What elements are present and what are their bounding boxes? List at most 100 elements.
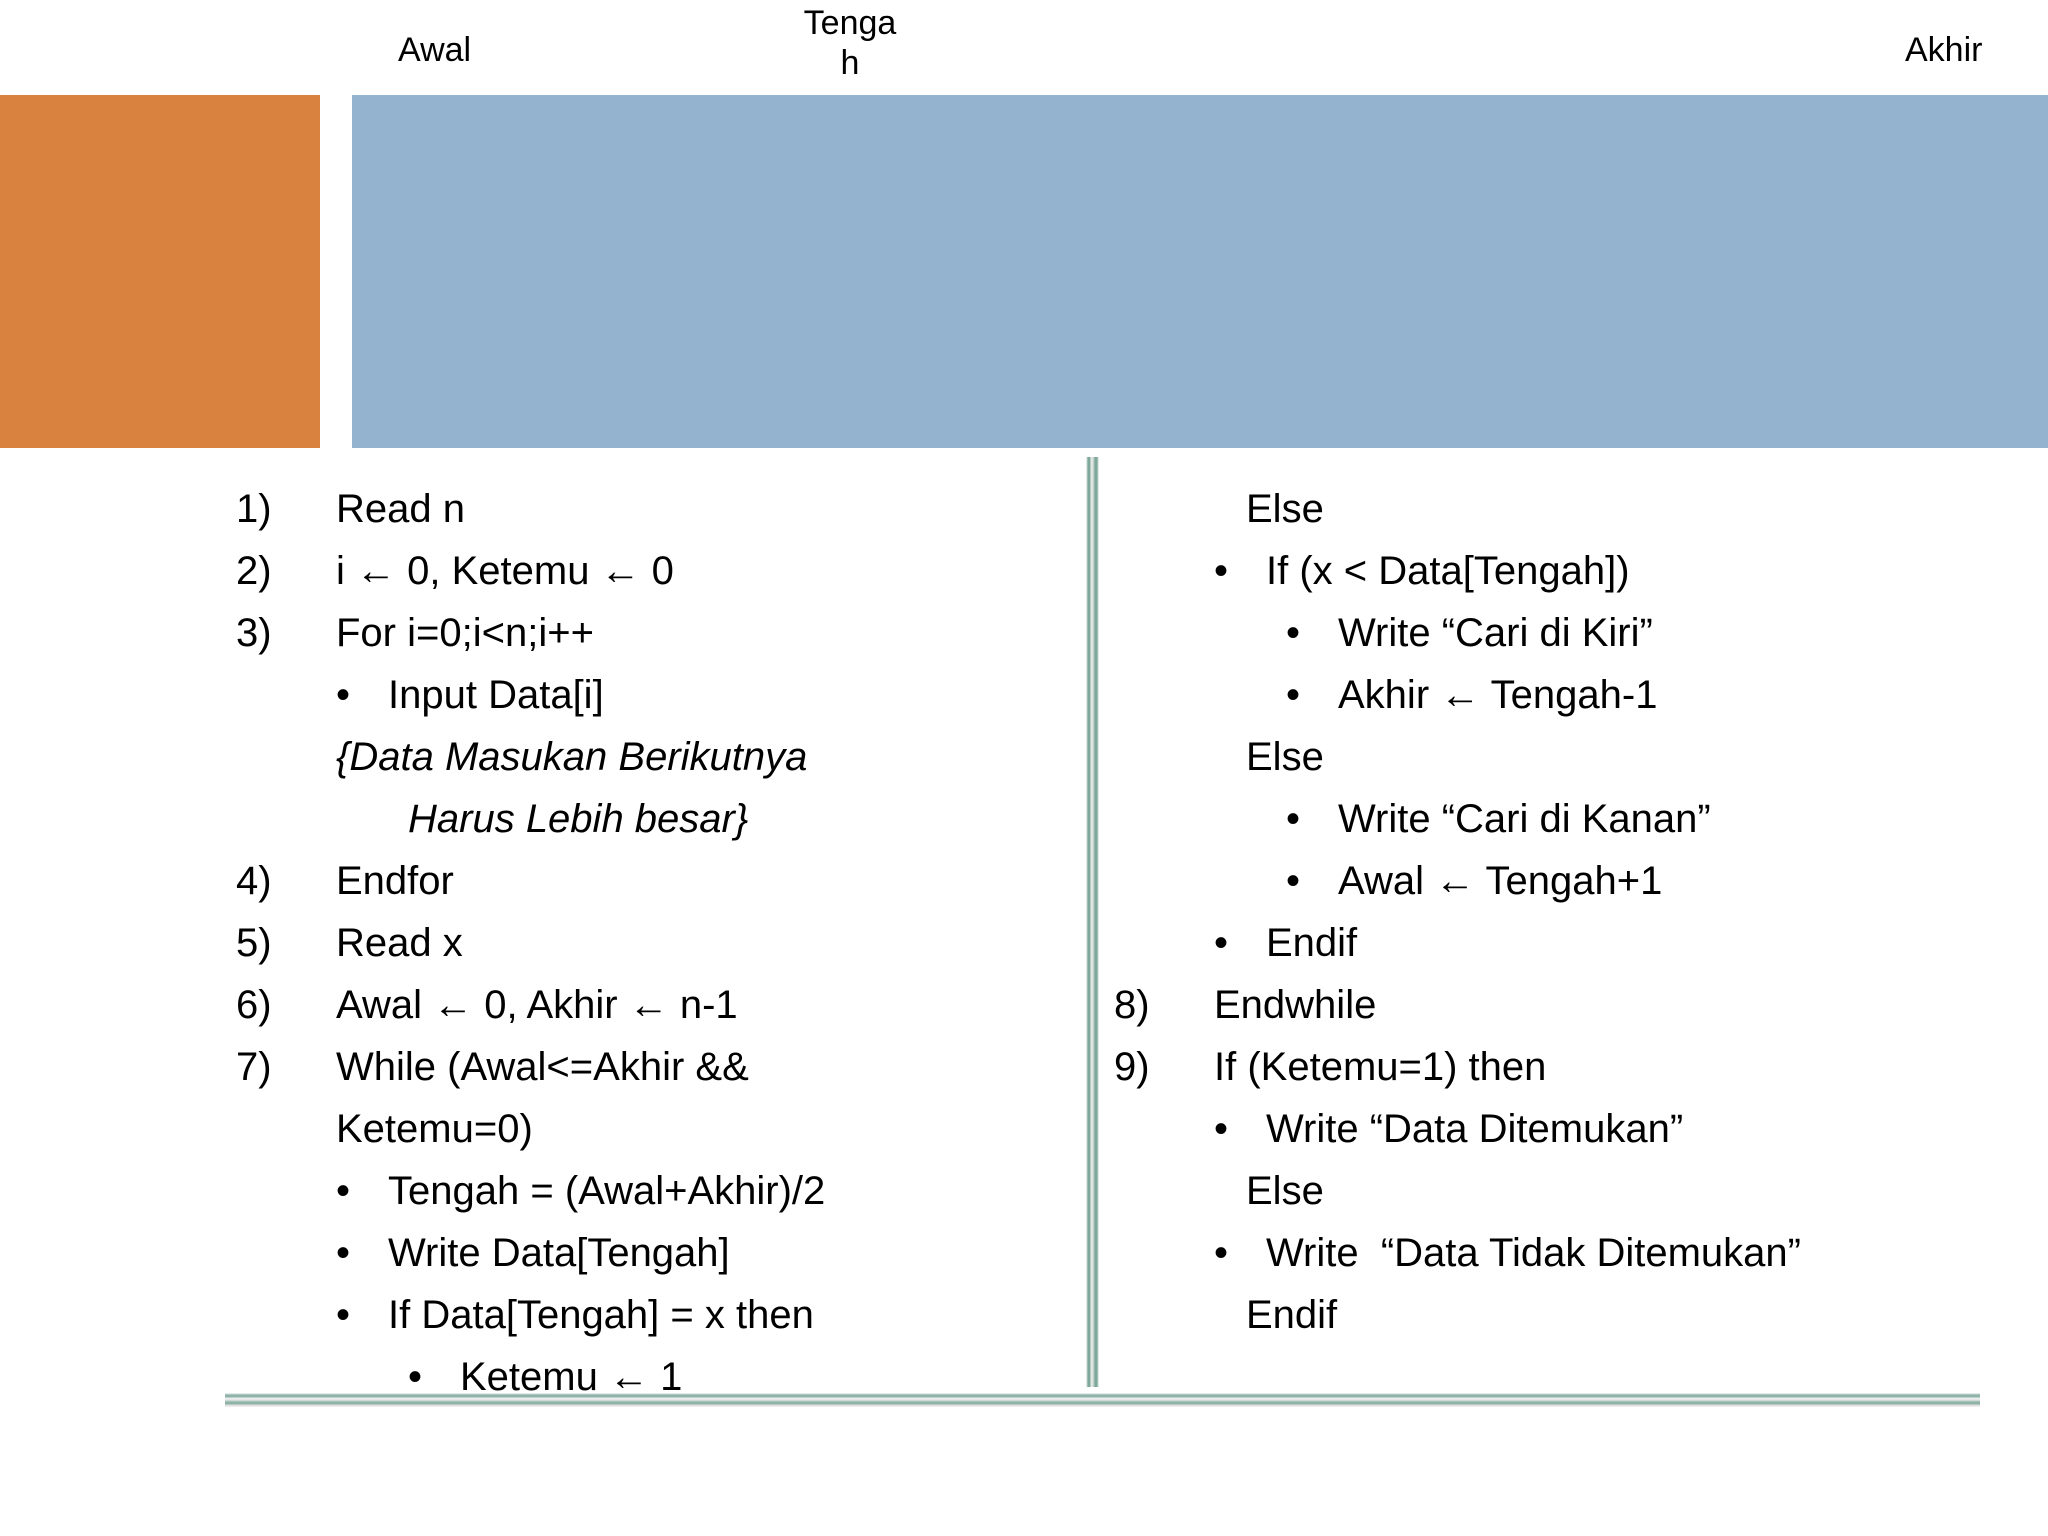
pseudocode-text: Write Data[Tengah] (388, 1231, 730, 1275)
pseudocode-line: 5) Read x (236, 912, 1066, 974)
pseudocode-line: Else (1114, 1160, 2014, 1222)
line-number-marker: 7) (236, 1045, 272, 1089)
pseudocode-text: Read x (336, 921, 463, 965)
pseudocode-text: Endif (1266, 921, 1358, 965)
pseudocode-bullet-line: Write “Data Tidak Ditemukan” (1214, 1231, 1801, 1275)
pseudocode-text: If (Ketemu=1) then (1214, 1045, 1547, 1089)
pseudocode-text: Write “Cari di Kiri” (1338, 611, 1653, 655)
line-number-marker: 8) (1114, 983, 1150, 1027)
pseudocode-line: 8) Endwhile (1114, 974, 2014, 1036)
pseudocode-line: 9) If (Ketemu=1) then (1114, 1036, 2014, 1098)
pseudocode-line: Write Data[Tengah] (236, 1222, 1066, 1284)
pseudocode-text: Akhir ← Tengah-1 (1338, 673, 1658, 717)
pseudocode-line: Else (1114, 726, 2014, 788)
pseudocode-bullet-line: Write “Cari di Kiri” (1286, 611, 1653, 655)
pseudocode-line: Ketemu=0) (236, 1098, 1066, 1160)
pseudocode-bullet-line: If Data[Tengah] = x then (336, 1293, 814, 1337)
bullet-dot-icon (336, 1222, 388, 1284)
bullet-dot-icon (1214, 540, 1266, 602)
column-divider-line (1086, 457, 1099, 1387)
bottom-divider-line (225, 1393, 1980, 1407)
pseudocode-line: 2) i ← 0, Ketemu ← 0 (236, 540, 1066, 602)
pseudocode-text: {Data Masukan Berikutnya (336, 735, 808, 779)
pseudocode-text: For i=0;i<n;i++ (336, 611, 594, 655)
pseudocode-text: Ketemu ← 1 (460, 1355, 683, 1399)
awal-color-block (0, 95, 320, 448)
pseudocode-line: Else (1114, 478, 2014, 540)
pseudocode-line: Akhir ← Tengah-1 (1114, 664, 2014, 726)
pseudocode-line: Endif (1114, 1284, 2014, 1346)
pseudocode-line: Write “Cari di Kiri” (1114, 602, 2014, 664)
bullet-dot-icon (1214, 1222, 1266, 1284)
pseudocode-line: 1) Read n (236, 478, 1066, 540)
pseudocode-text: Else (1246, 1169, 1324, 1213)
pseudocode-bullet-line: Ketemu ← 1 (408, 1355, 682, 1399)
pseudocode-line: 6) Awal ← 0, Akhir ← n-1 (236, 974, 1066, 1036)
pseudocode-text: Write “Cari di Kanan” (1338, 797, 1711, 841)
pseudocode-line: 4) Endfor (236, 850, 1066, 912)
line-number-marker: 4) (236, 859, 272, 903)
pseudocode-text: If (x < Data[Tengah]) (1266, 549, 1630, 593)
line-number-marker: 2) (236, 549, 272, 593)
pseudocode-bullet-line: Akhir ← Tengah-1 (1286, 673, 1657, 717)
pseudocode-text: Read n (336, 487, 465, 531)
pseudocode-text: Endfor (336, 859, 454, 903)
pseudocode-text: Endwhile (1214, 983, 1377, 1027)
header-label-akhir: Akhir (1905, 31, 1983, 69)
pseudocode-text: Awal ← Tengah+1 (1338, 859, 1663, 903)
pseudocode-line: 7) While (Awal<=Akhir && (236, 1036, 1066, 1098)
pseudocode-text: Else (1246, 735, 1324, 779)
search-range-color-block (352, 95, 2048, 448)
bullet-dot-icon (336, 1284, 388, 1346)
pseudocode-text: While (Awal<=Akhir && (336, 1045, 749, 1089)
pseudocode-text: Input Data[i] (388, 673, 604, 717)
pseudocode-line: {Data Masukan Berikutnya (236, 726, 1066, 788)
pseudocode-line: Write “Cari di Kanan” (1114, 788, 2014, 850)
bullet-dot-icon (1286, 664, 1338, 726)
bullet-dot-icon (408, 1346, 460, 1408)
bullet-dot-icon (1286, 850, 1338, 912)
header-label-tengah: Tenga h (803, 4, 897, 82)
pseudocode-text: Harus Lebih besar} (408, 797, 749, 841)
pseudocode-line: Write “Data Ditemukan” (1114, 1098, 2014, 1160)
bullet-dot-icon (1286, 788, 1338, 850)
bullet-dot-icon (1214, 912, 1266, 974)
pseudocode-text: Write “Data Ditemukan” (1266, 1107, 1684, 1151)
pseudocode-line: If (x < Data[Tengah]) (1114, 540, 2014, 602)
pseudocode-right-column: Else If (x < Data[Tengah]) Write “Cari di … (1114, 478, 2014, 1346)
pseudocode-bullet-line: Input Data[i] (336, 673, 604, 717)
pseudocode-line: Ketemu ← 1 (236, 1346, 1066, 1408)
pseudocode-bullet-line: Write “Data Ditemukan” (1214, 1107, 1683, 1151)
pseudocode-text: Endif (1246, 1293, 1338, 1337)
bullet-dot-icon (336, 664, 388, 726)
pseudocode-text: If Data[Tengah] = x then (388, 1293, 814, 1337)
pseudocode-text: Else (1246, 487, 1324, 531)
pseudocode-left-column: 1) Read n 2) i ← 0, Ketemu ← 0 3) For i=0;i<n… (236, 478, 1066, 1408)
bullet-dot-icon (1286, 602, 1338, 664)
bullet-dot-icon (336, 1160, 388, 1222)
line-number-marker: 5) (236, 921, 272, 965)
pseudocode-text: Tengah = (Awal+Akhir)/2 (388, 1169, 826, 1213)
pseudocode-text: Awal ← 0, Akhir ← n-1 (336, 983, 738, 1027)
pseudocode-line: 3) For i=0;i<n;i++ (236, 602, 1066, 664)
pseudocode-bullet-line: Tengah = (Awal+Akhir)/2 (336, 1169, 825, 1213)
pseudocode-line: Input Data[i] (236, 664, 1066, 726)
pseudocode-line: Awal ← Tengah+1 (1114, 850, 2014, 912)
pseudocode-text: Ketemu=0) (336, 1107, 533, 1151)
pseudocode-text: Write “Data Tidak Ditemukan” (1266, 1231, 1801, 1275)
bullet-dot-icon (1214, 1098, 1266, 1160)
pseudocode-bullet-line: Write “Cari di Kanan” (1286, 797, 1711, 841)
pseudocode-line: Tengah = (Awal+Akhir)/2 (236, 1160, 1066, 1222)
pseudocode-bullet-line: Endif (1214, 921, 1357, 965)
pseudocode-line: Write “Data Tidak Ditemukan” (1114, 1222, 2014, 1284)
pseudocode-bullet-line: Write Data[Tengah] (336, 1231, 730, 1275)
line-number-marker: 3) (236, 611, 272, 655)
pseudocode-text: i ← 0, Ketemu ← 0 (336, 549, 674, 593)
line-number-marker: 6) (236, 983, 272, 1027)
header-label-awal: Awal (398, 31, 472, 69)
pseudocode-line: Harus Lebih besar} (236, 788, 1066, 850)
line-number-marker: 1) (236, 487, 272, 531)
line-number-marker: 9) (1114, 1045, 1150, 1089)
pseudocode-bullet-line: If (x < Data[Tengah]) (1214, 549, 1630, 593)
pseudocode-bullet-line: Awal ← Tengah+1 (1286, 859, 1662, 903)
